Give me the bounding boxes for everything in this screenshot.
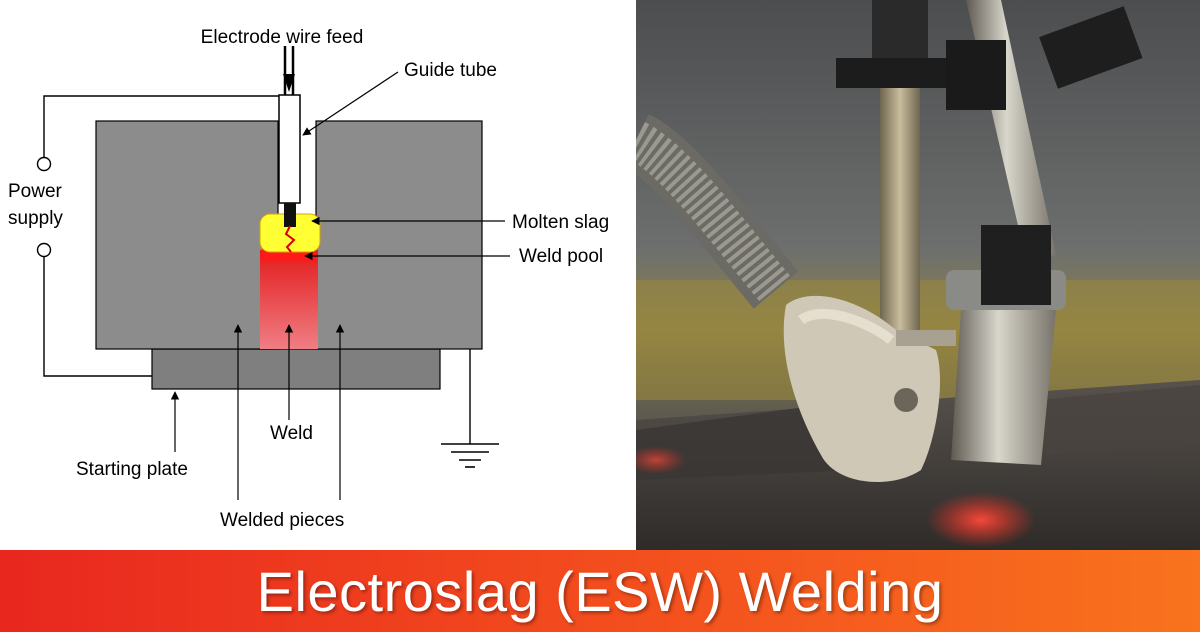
guide-tube-leader (302, 71, 399, 136)
welded-piece-right (315, 120, 483, 350)
wire-feed-arrow-icon (283, 74, 295, 92)
label-weld-pool: Weld pool (519, 246, 603, 267)
power-terminal-top-icon (36, 156, 52, 172)
label-guide-tube: Guide tube (404, 60, 497, 81)
power-terminal-bottom-icon (36, 242, 52, 258)
welded-piece-left (95, 120, 279, 350)
power-wire-lower (43, 257, 152, 377)
starting-plate (151, 348, 441, 390)
label-power-supply-line1: Power (8, 181, 63, 202)
arc-spark (284, 225, 296, 253)
label-molten-slag: Molten slag (512, 212, 609, 233)
guide-tube (278, 94, 301, 204)
label-power-supply-line2: supply (8, 208, 63, 229)
esw-diagram: Electrode wire feed Guide tube Power sup… (8, 27, 609, 531)
title-banner: Electroslag (ESW) Welding (0, 550, 1200, 632)
label-starting-plate: Starting plate (76, 459, 188, 480)
page-title: Electroslag (ESW) Welding (256, 559, 944, 623)
label-weld: Weld (270, 423, 313, 444)
label-welded-pieces: Welded pieces (220, 510, 344, 531)
welding-photo-illustration (636, 0, 1200, 550)
label-electrode-wire-feed: Electrode wire feed (201, 27, 364, 48)
welding-photo (636, 0, 1200, 550)
electrode-tip (284, 203, 296, 227)
esw-diagram-panel: Electrode wire feed Guide tube Power sup… (0, 0, 636, 550)
ground-symbol-icon (441, 443, 499, 468)
power-wire-upper (43, 95, 279, 158)
